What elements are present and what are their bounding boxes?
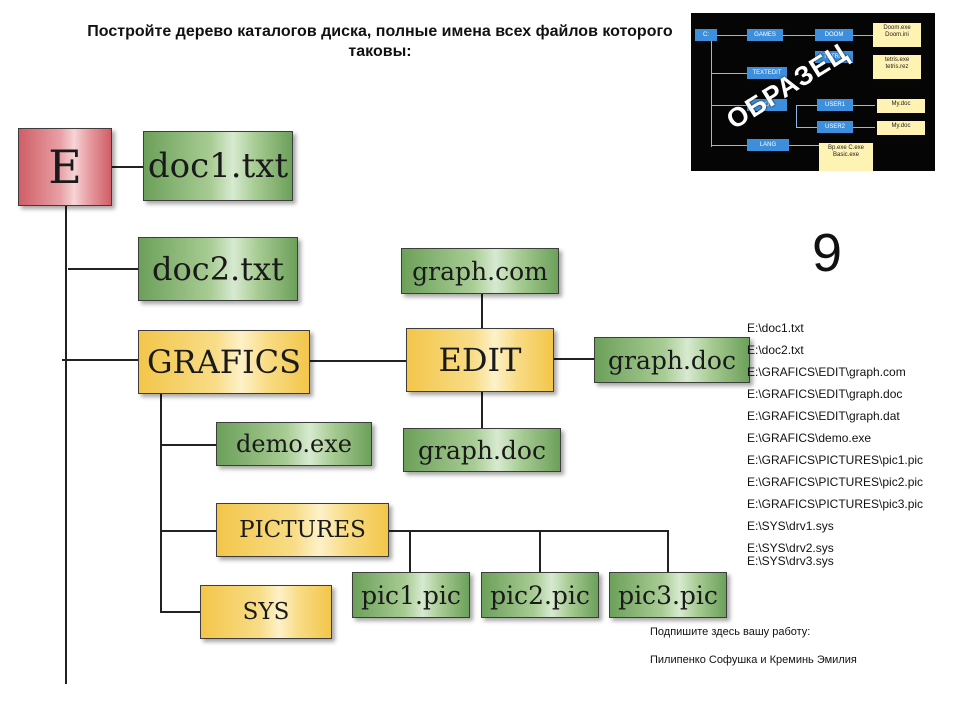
connector [160, 611, 200, 613]
dir-node-edit: EDIT [406, 328, 554, 392]
sample-node-lang: LANG [747, 139, 789, 151]
sample-node-c: C: [695, 29, 717, 41]
path-item: E:\SYS\drv1.sys [747, 519, 834, 533]
dir-node-grafics: GRAFICS [138, 330, 310, 394]
path-item: E:\GRAFICS\PICTURES\pic2.pic [747, 475, 923, 489]
path-item: E:\GRAFICS\EDIT\graph.dat [747, 409, 900, 423]
connector [539, 530, 541, 572]
connector [389, 530, 669, 532]
path-item: E:\GRAFICS\EDIT\graph.doc [747, 387, 902, 401]
dir-node-pictures: PICTURES [216, 503, 389, 557]
sample-files-lang: Bp.exe C.exe Basic.exe [819, 143, 873, 171]
sample-node-user1: USER1 [817, 99, 853, 111]
path-item: E:\SYS\drv2.sys [747, 541, 834, 555]
sample-files-tetris: tetris.exe tetris.rez [873, 55, 921, 79]
connector [62, 359, 138, 361]
path-item: E:\GRAFICS\demo.exe [747, 431, 871, 445]
sample-image: C: GAMES DOOM TETRIS TEXTEDIT DOC USER1 … [691, 13, 935, 171]
path-item: E:\doc1.txt [747, 321, 804, 335]
connector [112, 166, 144, 168]
path-item: E:\GRAFICS\PICTURES\pic3.pic [747, 497, 923, 511]
connector [667, 530, 669, 572]
dir-node-sys: SYS [200, 585, 332, 639]
sample-node-games: GAMES [747, 29, 783, 41]
root-node-e: E [18, 128, 112, 206]
file-node-graph-doc-right: graph.doc [594, 337, 750, 383]
task-title: Постройте дерево каталогов диска, полные… [60, 22, 700, 62]
connector [481, 294, 483, 328]
path-item: E:\GRAFICS\EDIT\graph.com [747, 365, 906, 379]
file-node-doc2: doc2.txt [138, 237, 298, 301]
connector [160, 394, 162, 612]
path-item: E:\GRAFICS\PICTURES\pic1.pic [747, 453, 923, 467]
sample-files-doom: Doom.exe Doom.ini [873, 23, 921, 47]
connector [160, 444, 216, 446]
file-node-doc1: doc1.txt [143, 131, 293, 201]
file-node-graph-doc-below: graph.doc [403, 428, 561, 472]
file-node-graph-com: graph.com [401, 248, 559, 294]
task-number: 9 [812, 222, 842, 284]
sample-files-user1: My.doc [877, 99, 925, 113]
file-node-pic2: pic2.pic [481, 572, 599, 618]
connector [409, 530, 411, 572]
path-item: E:\doc2.txt [747, 343, 804, 357]
signature-names: Пилипенко Софушка и Креминь Эмилия [650, 654, 857, 666]
connector [65, 206, 67, 684]
connector [554, 358, 594, 360]
path-item: E:\SYS\drv3.sys [747, 554, 834, 568]
signature-prompt: Подпишите здесь вашу работу: [650, 626, 810, 638]
file-node-demo: demo.exe [216, 422, 372, 466]
file-node-pic1: pic1.pic [352, 572, 470, 618]
sample-node-user2: USER2 [817, 121, 853, 133]
sample-files-user2: My.doc [877, 121, 925, 135]
file-node-pic3: pic3.pic [609, 572, 727, 618]
connector [310, 360, 406, 362]
connector [481, 392, 483, 428]
connector [68, 268, 138, 270]
connector [160, 530, 216, 532]
